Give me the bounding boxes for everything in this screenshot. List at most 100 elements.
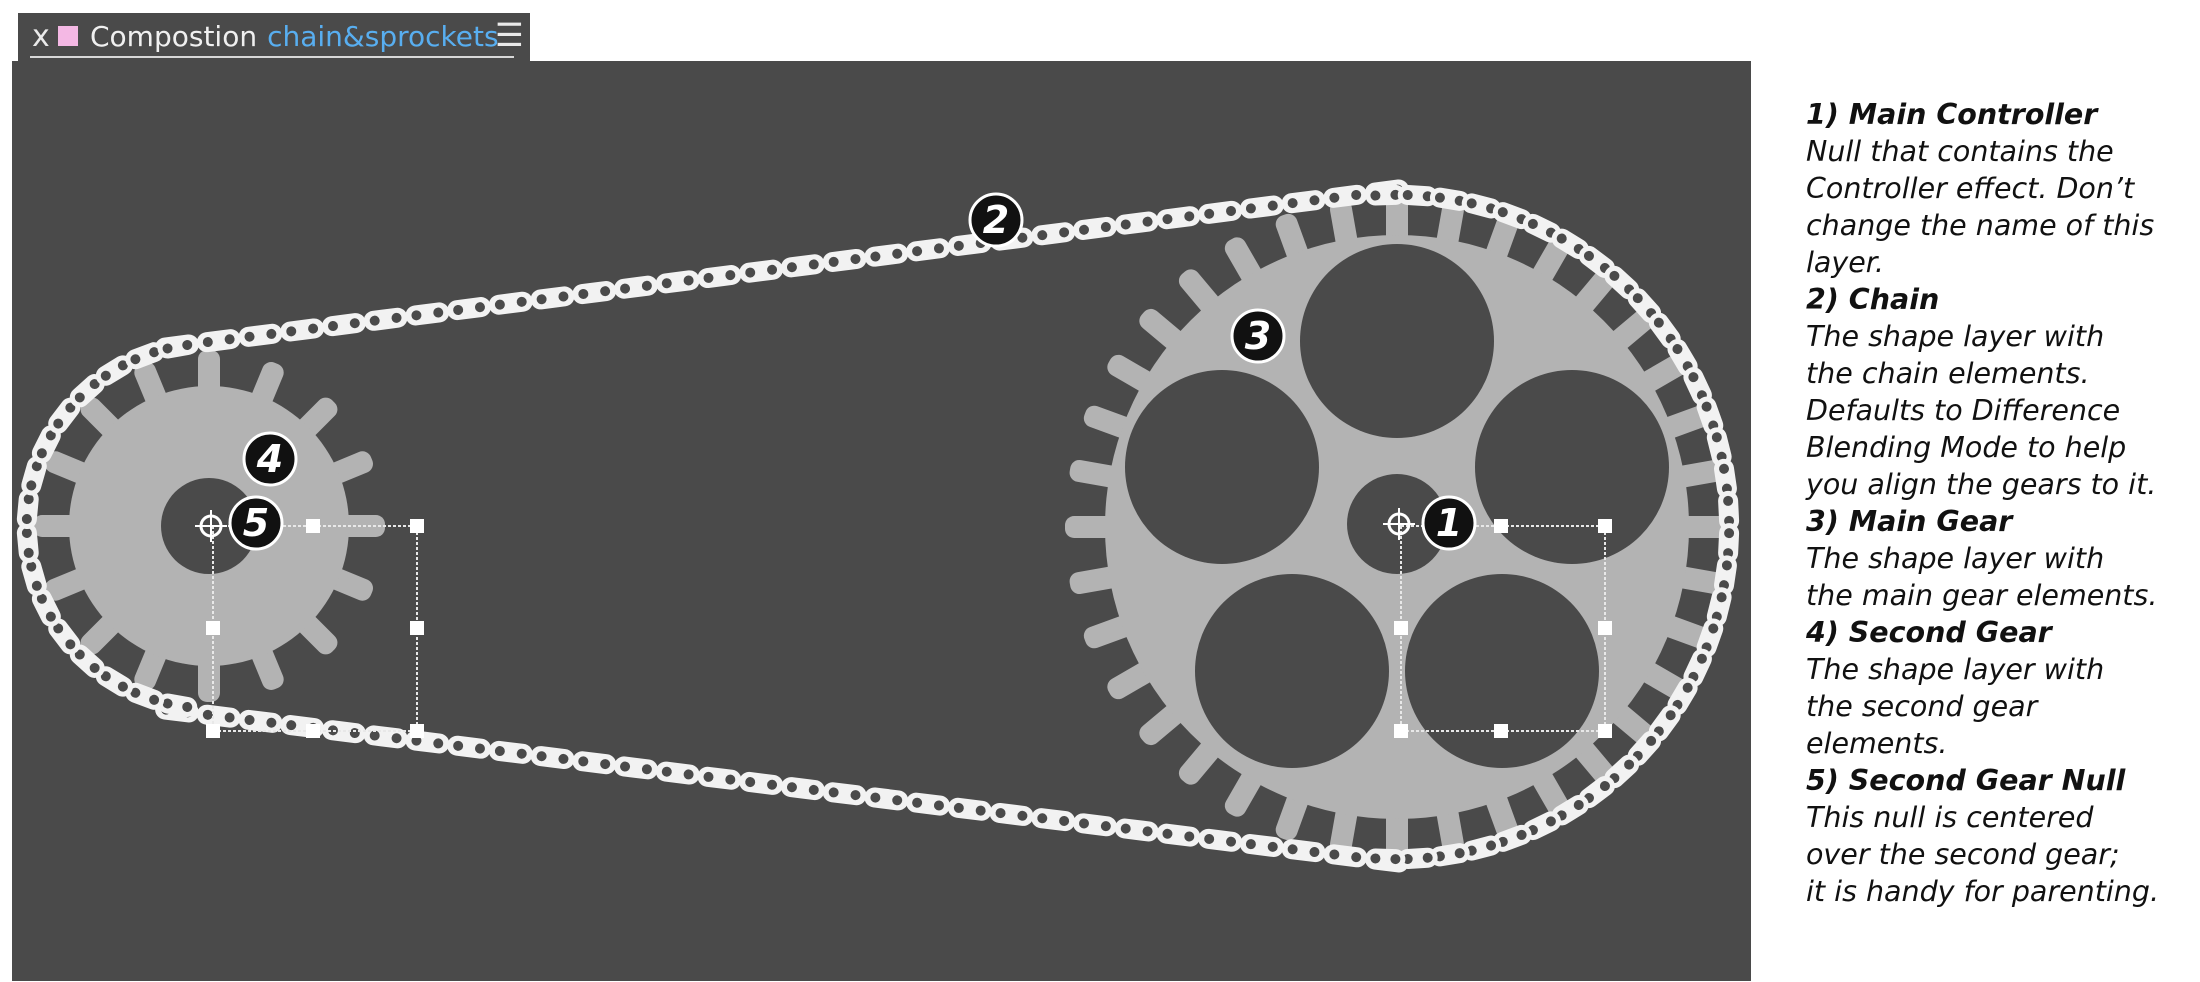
legend-line: Defaults to Difference (1806, 394, 2121, 427)
chain-link (822, 782, 867, 806)
chain-link (1073, 813, 1117, 837)
resize-handle[interactable] (410, 724, 424, 738)
gear-tooth (1275, 213, 1309, 264)
gear-tooth (1436, 199, 1465, 250)
legend-title: 3) Main Gear (1806, 505, 2013, 538)
chain-pin (266, 328, 277, 339)
chain-pin (308, 323, 319, 334)
chain-pin (1079, 818, 1090, 829)
chain-pin (912, 246, 923, 257)
chain-link (864, 243, 909, 267)
chain-pin (1708, 623, 1719, 634)
legend-line: layer. (1806, 246, 1884, 279)
chain-link (1239, 834, 1284, 857)
resize-handle[interactable] (1598, 724, 1612, 738)
chain-pin (369, 315, 380, 326)
gear-tooth (1485, 790, 1519, 841)
gear-tooth (1679, 516, 1729, 538)
chain-pin (828, 787, 839, 798)
chain-pin (1287, 844, 1298, 855)
tab-underline (30, 56, 514, 58)
legend-line: Blending Mode to help (1806, 431, 2127, 464)
chain-link (1073, 216, 1117, 240)
resize-handle[interactable] (306, 519, 320, 533)
chain-pin (1037, 230, 1048, 241)
gear-tooth (1674, 459, 1725, 488)
chain-pin (1466, 198, 1477, 209)
chain-pin (224, 334, 235, 345)
chain-pin (1573, 799, 1584, 810)
legend-panel: 1) Main Controller Null that contains th… (1806, 96, 2186, 910)
resize-handle[interactable] (1598, 621, 1612, 635)
chain-pin (1162, 214, 1173, 225)
chain-pin (1721, 560, 1732, 571)
chain-pin (1245, 839, 1256, 850)
chain-pin (149, 694, 160, 705)
legend-title: 4) Second Gear (1806, 616, 2052, 649)
chain-pin (1226, 836, 1237, 847)
chain-pin (1402, 853, 1413, 864)
chain-pin (53, 418, 64, 429)
gear-tooth (1531, 769, 1570, 817)
label-color-swatch (58, 26, 78, 46)
resize-handle[interactable] (1394, 724, 1408, 738)
legend-line: elements. (1806, 727, 1948, 760)
chain-pin (620, 761, 631, 772)
main-gear[interactable] (1065, 195, 1729, 859)
chain-pin (1723, 495, 1734, 506)
second-gear-null-bounding-box[interactable] (206, 519, 424, 738)
chain-pin (1682, 682, 1693, 693)
main-gear-hole-right (1475, 370, 1669, 564)
chain-pin (494, 746, 505, 757)
main-gear-hole-bottom-left (1195, 574, 1389, 768)
chain-link (1239, 195, 1284, 219)
gear-tooth (1069, 566, 1120, 595)
resize-handle[interactable] (206, 724, 220, 738)
resize-handle[interactable] (206, 621, 220, 635)
resize-handle[interactable] (410, 621, 424, 635)
legend-line: The shape layer with (1806, 653, 2105, 686)
chain-link (780, 777, 825, 801)
chain-pin (130, 354, 141, 365)
chain-pin (1267, 200, 1278, 211)
legend-title: 1) Main Controller (1806, 98, 2098, 131)
close-tab-icon[interactable]: x (32, 19, 50, 54)
chain-pin (1497, 207, 1508, 218)
chain-link (739, 259, 784, 283)
gear-tooth (1083, 615, 1134, 649)
composition-viewer[interactable]: 1 2 3 4 5 (12, 61, 1751, 981)
resize-handle[interactable] (306, 724, 320, 738)
legend-line: The shape layer with (1806, 542, 2105, 575)
main-controller-anchor-icon[interactable] (1383, 508, 1415, 540)
resize-handle[interactable] (1394, 621, 1408, 635)
main-controller-bounding-box[interactable] (1394, 519, 1612, 738)
chain-link (1114, 211, 1159, 235)
chain-pin (600, 286, 611, 297)
legend-line: Controller effect. Don’t (1806, 172, 2135, 205)
chain-pin (1711, 432, 1722, 443)
legend-line: you align the gears to it. (1806, 468, 2157, 501)
chain-pin (1226, 205, 1237, 216)
chain-pin (36, 593, 47, 604)
chain-pin (1402, 190, 1413, 201)
resize-handle[interactable] (1494, 519, 1508, 533)
chain-pin (433, 738, 444, 749)
callout-badge-2: 2 (968, 192, 1024, 248)
chain-link (321, 313, 366, 337)
gear-tooth (1436, 804, 1465, 855)
gear-tooth (1329, 199, 1358, 250)
resize-handle[interactable] (1598, 519, 1612, 533)
chain-pin (36, 448, 47, 459)
chain-pin (850, 790, 861, 801)
chain-link (1031, 808, 1076, 832)
hamburger-menu-icon[interactable]: ☰ (495, 16, 524, 54)
chain-pin (558, 753, 569, 764)
second-gear-anchor-icon[interactable] (195, 510, 227, 542)
chain-pin (641, 280, 652, 291)
chain-pin (349, 728, 360, 739)
legend-item-second-gear: 4) Second Gear The shape layer with the … (1806, 614, 2186, 762)
chain-link (655, 270, 700, 294)
resize-handle[interactable] (1494, 724, 1508, 738)
resize-handle[interactable] (410, 519, 424, 533)
